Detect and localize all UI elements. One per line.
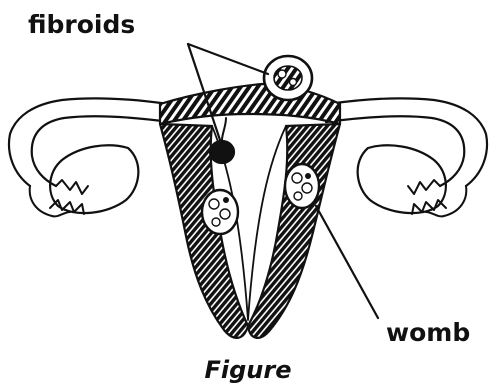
right-ovary bbox=[358, 145, 446, 213]
left-fimbriae bbox=[30, 180, 88, 216]
right-fimbriae bbox=[408, 180, 466, 216]
womb-pointer-line bbox=[316, 206, 378, 318]
left-fallopian-tube bbox=[9, 98, 170, 186]
uterus-fundus bbox=[160, 84, 340, 124]
fibroid-right-wall bbox=[285, 164, 319, 208]
fibroids-label: fibroids bbox=[28, 12, 135, 37]
uterus-left-wall bbox=[160, 124, 248, 338]
figure-caption: Figure bbox=[0, 358, 496, 382]
right-fallopian-tube bbox=[326, 98, 487, 186]
fibroid-left-wall bbox=[202, 190, 238, 234]
left-ovary bbox=[50, 145, 138, 213]
fibroid-hanging bbox=[210, 118, 234, 163]
womb-label: womb bbox=[386, 320, 470, 345]
fibroid-top bbox=[264, 56, 312, 100]
uterus-right-wall bbox=[248, 124, 340, 338]
fibroids-pointer-line-top bbox=[188, 44, 268, 74]
